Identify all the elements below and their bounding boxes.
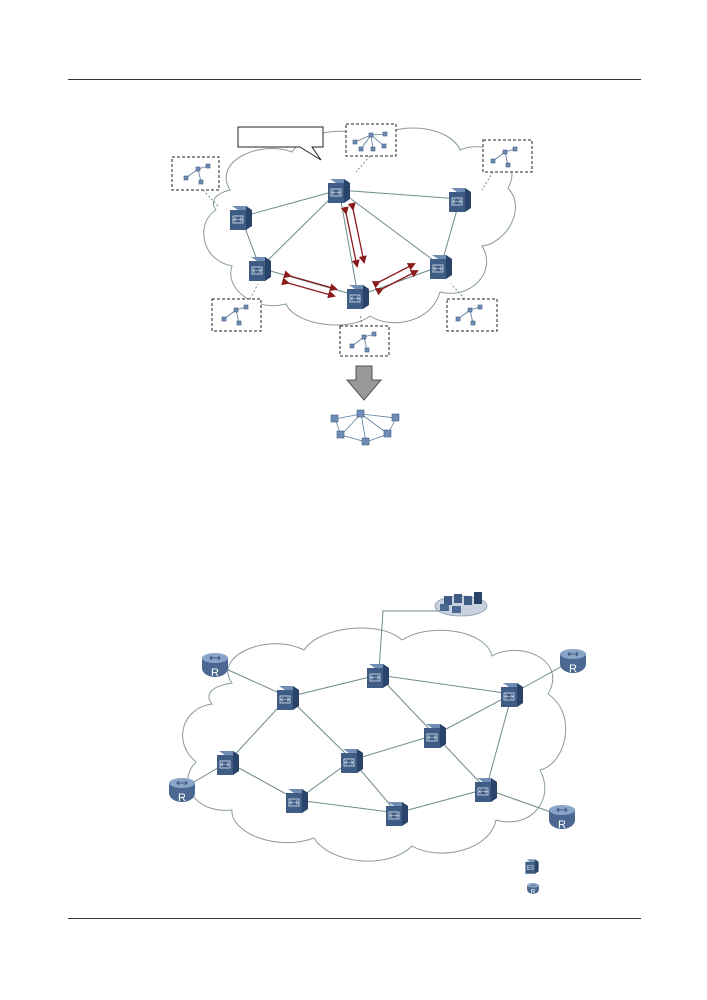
cloud-2 bbox=[182, 627, 567, 862]
subnet-callout-lower-left bbox=[211, 283, 262, 332]
subnet-callout-bottom bbox=[339, 313, 390, 357]
router-letter: R bbox=[569, 663, 577, 675]
router-icon: R bbox=[548, 804, 576, 831]
router-letter: R bbox=[211, 667, 219, 679]
legend-switch-icon bbox=[525, 859, 539, 875]
svg-text:R: R bbox=[531, 888, 536, 895]
legend: R bbox=[525, 859, 540, 895]
router-icon: R bbox=[559, 648, 587, 675]
router-icon: R bbox=[168, 777, 196, 804]
subnet-callout-top bbox=[345, 123, 397, 173]
red-arrows bbox=[281, 202, 419, 299]
server-cluster-icon bbox=[434, 592, 488, 617]
merged-topology bbox=[330, 409, 400, 446]
subnet-callout-right bbox=[481, 139, 533, 191]
router-letter: R bbox=[558, 819, 566, 831]
router-icon: R bbox=[201, 652, 229, 679]
header-rule bbox=[68, 79, 641, 80]
gray-arrow-icon bbox=[345, 365, 383, 401]
subnet-callout-lower-right bbox=[446, 283, 498, 332]
legend-router-icon: R bbox=[526, 882, 540, 895]
footer-rule bbox=[68, 918, 641, 919]
subnet-callout-left bbox=[171, 156, 220, 207]
figure-1 bbox=[171, 123, 533, 446]
label-callout bbox=[237, 126, 324, 161]
router-letter: R bbox=[178, 792, 186, 804]
figure-2: R R R R R bbox=[168, 592, 587, 895]
